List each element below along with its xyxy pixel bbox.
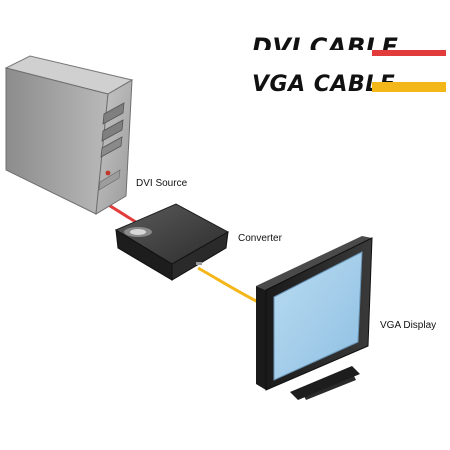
legend-vga-swatch <box>372 82 446 92</box>
legend-vga-label: VGA CABLE <box>252 72 396 97</box>
vga-display-label: VGA Display <box>380 320 437 331</box>
pc-tower-icon <box>4 55 134 215</box>
vga-cable <box>197 266 263 306</box>
dvi-source-label: DVI Source <box>136 178 188 189</box>
top-band <box>0 0 450 56</box>
legend-dvi-label: DVI CABLE <box>252 35 399 50</box>
legend-dvi-swatch <box>372 50 446 56</box>
converter-box-icon <box>114 203 230 281</box>
vga-monitor-icon <box>256 236 373 400</box>
converter-label: Converter <box>238 233 282 244</box>
